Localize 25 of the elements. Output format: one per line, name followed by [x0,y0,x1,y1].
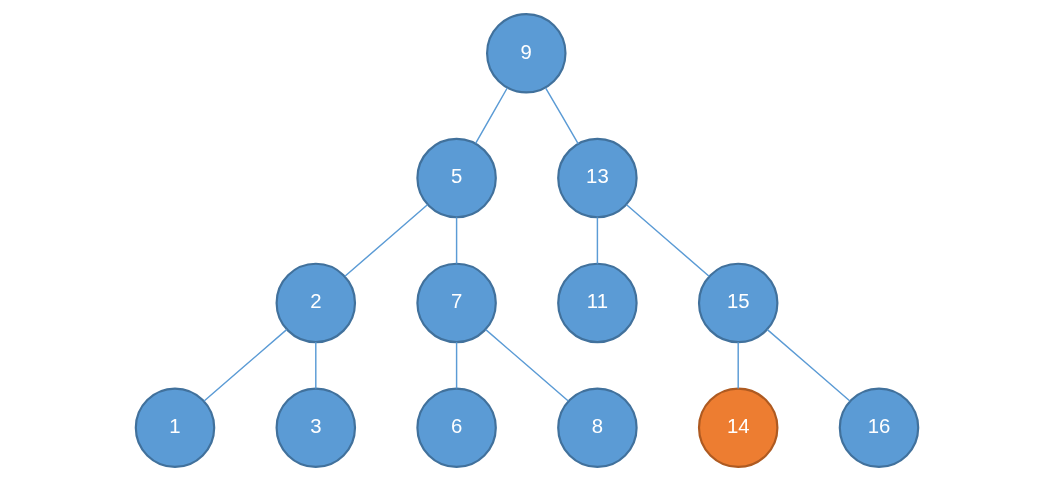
connector [545,87,579,145]
node-circle: 13 [557,137,638,219]
connector [737,341,739,390]
connector [766,328,851,402]
connector [474,87,508,145]
node-circle: 1 [134,387,216,469]
node-circle: 15 [697,262,779,344]
connector [344,204,429,277]
connector [625,204,710,277]
connector [485,328,569,402]
node-circle: 2 [275,262,357,344]
connector [455,341,458,390]
node-circle: 7 [416,262,497,344]
connector [315,341,317,390]
connector [455,216,458,265]
node-circle: 16 [838,387,920,469]
node-circle: 9 [486,12,567,94]
node-circle: 14 [697,387,779,469]
connector [596,216,599,265]
connector [203,328,288,402]
node-circle: 6 [416,387,497,469]
node-circle: 8 [557,387,638,469]
node-circle: 3 [275,387,357,469]
node-circle: 5 [416,137,497,219]
node-circle: 11 [557,262,638,344]
